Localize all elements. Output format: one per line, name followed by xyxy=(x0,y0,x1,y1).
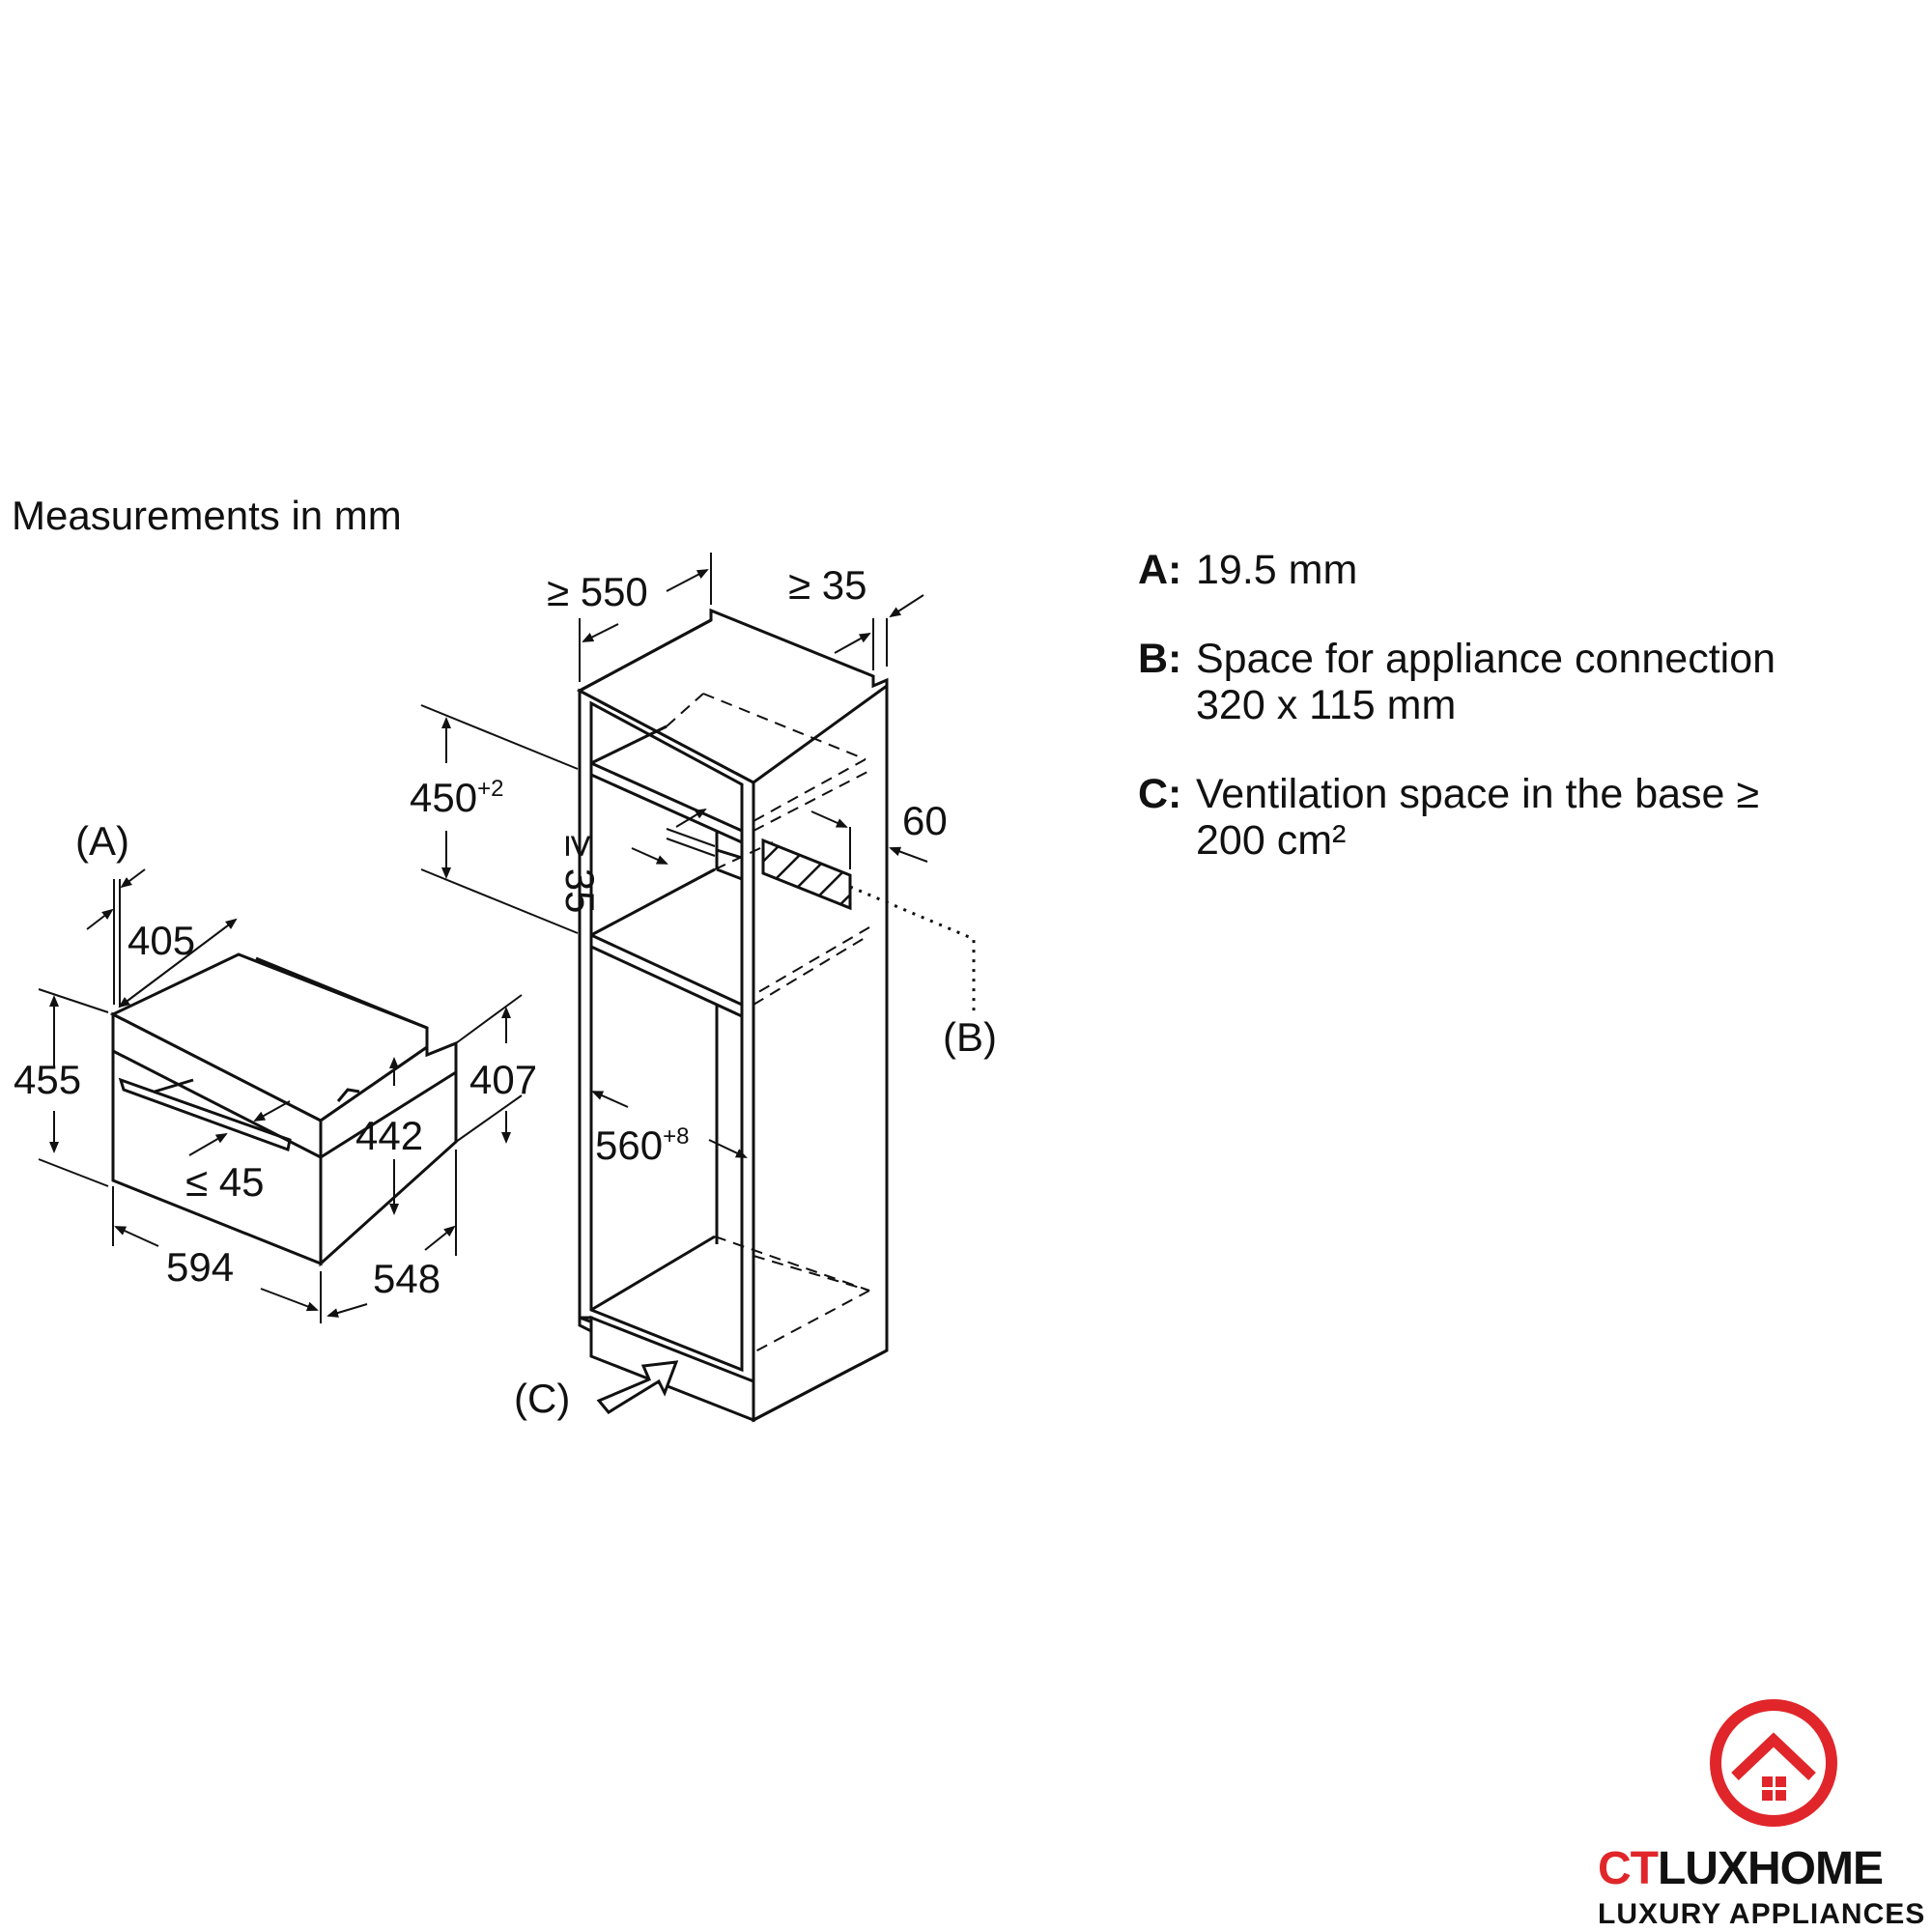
oven-handle xyxy=(118,1077,292,1152)
dim-450: 450+2 xyxy=(410,775,503,820)
dim-le45: ≤ 45 xyxy=(185,1159,264,1205)
brand-tagline: LUXURY APPLIANCES xyxy=(1598,1898,1926,1930)
label-a: (A) xyxy=(75,818,129,864)
oven-dimension-lines xyxy=(38,868,523,1323)
dim-560: 560+8 xyxy=(595,1122,689,1168)
legend-key: B: xyxy=(1138,636,1182,682)
dim-548: 548 xyxy=(373,1256,440,1301)
label-c: (C) xyxy=(514,1376,570,1421)
vent-arrow-c xyxy=(596,1360,679,1414)
dim-455: 455 xyxy=(14,1057,81,1102)
legend-item-a: A: 19.5 mm xyxy=(1138,547,1911,593)
dim-60: 60 xyxy=(902,798,948,843)
dim-ge35-top: ≥ 35 xyxy=(788,562,867,608)
dim-594: 594 xyxy=(166,1244,234,1290)
dim-ge35-mid: ≥ 35 xyxy=(557,835,603,913)
dim-ge550: ≥ 550 xyxy=(547,569,648,614)
dim-442: 442 xyxy=(355,1113,423,1158)
legend-text: Space for appliance connection xyxy=(1196,636,1776,682)
legend-key: C: xyxy=(1138,771,1182,817)
legend: A: 19.5 mm B: Space for appliance connec… xyxy=(1138,547,1911,906)
cabinet-front-frame xyxy=(578,688,755,1384)
legend-text: 200 cm² xyxy=(1196,817,1347,864)
dim-407: 407 xyxy=(469,1057,537,1102)
label-b: (B) xyxy=(943,1014,997,1060)
legend-text: Ventilation space in the base ≥ xyxy=(1196,771,1759,817)
legend-item-b: B: Space for appliance connection 320 x … xyxy=(1138,636,1911,728)
oven-drawing xyxy=(109,952,458,1267)
hidden-lines xyxy=(666,693,870,1353)
legend-item-c: C: Ventilation space in the base ≥ 200 c… xyxy=(1138,771,1911,864)
house-icon xyxy=(1710,1699,1837,1827)
legend-key: A: xyxy=(1138,547,1182,593)
cabinet-drawing xyxy=(576,608,889,1423)
dim-405: 405 xyxy=(128,918,195,963)
brand-name: CTLUXHOME xyxy=(1598,1843,1884,1894)
brand-logo: CTLUXHOME LUXURY APPLIANCES xyxy=(1594,1695,1932,1932)
connection-area-b xyxy=(761,838,852,911)
cabinet-dimension-lines xyxy=(420,553,928,1158)
page-title: Measurements in mm xyxy=(12,493,402,538)
legend-text: 320 x 115 mm xyxy=(1196,682,1457,728)
legend-text: 19.5 mm xyxy=(1196,547,1358,593)
